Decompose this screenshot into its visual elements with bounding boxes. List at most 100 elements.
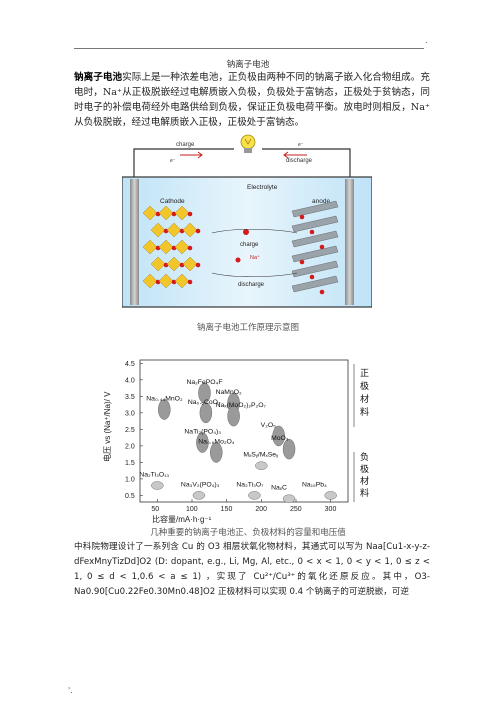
cathode-lattice	[142, 205, 201, 289]
sodium-ion	[319, 244, 325, 250]
material-blob	[199, 402, 213, 424]
material-label: NaTi₂(PO₄)₃	[184, 429, 221, 436]
octahedron	[174, 239, 190, 255]
anode-sheet	[291, 230, 339, 248]
positive-group-char: 料	[360, 406, 369, 417]
material-blob	[282, 494, 296, 503]
material-blob	[272, 425, 285, 447]
negative-group-char: 负	[360, 451, 369, 462]
electron-left-label: e⁻	[170, 158, 176, 164]
sodium-ion	[309, 229, 315, 235]
y-tick-label: 0.5	[125, 493, 135, 500]
electron-right-label: e⁻	[298, 142, 304, 148]
material-label: MₓSᵧ/MₓSeᵧ	[243, 452, 279, 459]
charge-top-label: charge	[176, 142, 195, 148]
anode-sheet	[291, 245, 339, 263]
x-tick-label: 150	[221, 506, 233, 513]
material-label: NaMnO₂	[216, 389, 242, 396]
x-tick-label: 50	[151, 506, 159, 513]
material-label: Na₂Ti₃O₁₃	[139, 471, 169, 478]
intro-term: 钠离子电池	[74, 72, 123, 83]
octahedron	[150, 256, 166, 272]
anode-sheet	[291, 275, 339, 293]
y-tick-label: 3.5	[125, 394, 135, 401]
sodium-ion	[187, 279, 193, 285]
sodium-ion	[195, 262, 201, 268]
y-tick-label: 4.5	[125, 361, 135, 368]
anode-layers	[291, 200, 339, 295]
material-label: Na₃V₂(PO₄)₃	[181, 481, 220, 488]
anode-sheet	[291, 215, 339, 233]
material-blob	[282, 438, 296, 460]
material-blob	[158, 399, 171, 420]
header-mark: .	[425, 36, 428, 45]
material-label: Na₁₅Pb₄	[302, 481, 327, 488]
material-label: Na₀.₄₄MnO₂	[146, 396, 183, 403]
intro-paragraph: 钠离子电池实际上是一种浓差电池，正负极由两种不同的钠离子嵌入化合物组成。充电时，…	[74, 70, 430, 130]
sodium-ion	[187, 211, 193, 217]
negative-group-char: 料	[360, 487, 369, 498]
y-tick-label: 2.5	[125, 427, 135, 434]
x-tick-label: 100	[186, 506, 198, 513]
negative-group-char: 材	[360, 475, 369, 486]
octahedron	[142, 239, 158, 255]
material-label: Na₂FePO₄F	[186, 379, 222, 386]
material-label: Naₓ(MoO₂)₂P₂O₇	[216, 402, 267, 409]
light-bulb-icon	[240, 134, 256, 153]
intro-text: 实际上是一种浓差电池，正负极由两种不同的钠离子嵌入化合物组成。充电时，Na⁺从正…	[74, 72, 431, 128]
octahedron	[158, 273, 174, 289]
x-tick-label: 250	[290, 506, 302, 513]
anode-label: anode	[312, 198, 330, 205]
circuit-wire-right	[262, 148, 351, 189]
plot-frame	[139, 359, 349, 503]
discharge-arrow	[283, 151, 307, 159]
figure1-caption: 钠离子电池工作原理示意图	[196, 323, 299, 333]
document-title: 钠离子电池	[226, 60, 270, 70]
charge-arrow	[180, 151, 203, 159]
material-label: Na₀.₆CoO₂	[188, 399, 221, 406]
cathode-label: Cathode	[160, 198, 185, 205]
chart-marks: Na₂FePO₄F NaMnO₂ Na₀.₄₄MnO₂ Na₀.₆CoO₂Naₓ(Mo…	[139, 379, 337, 503]
x-tick-label: 200	[255, 506, 267, 513]
octahedron	[150, 222, 166, 238]
material-blob	[255, 461, 268, 470]
charge-mid-label: charge	[240, 242, 259, 248]
sodium-ion	[299, 214, 305, 220]
x-tick-label: 300	[325, 506, 337, 513]
material-label: V₂O₅	[261, 422, 276, 429]
octahedron	[174, 205, 190, 221]
sodium-ion	[235, 257, 241, 263]
discharge-mid-label: discharge	[238, 282, 265, 288]
octahedron	[174, 273, 190, 289]
footer-mark: '.	[68, 686, 73, 695]
material-blob	[324, 491, 337, 500]
material-label: Na₀.₆Mo₂O₄	[198, 438, 235, 445]
negative-group-char: 极	[360, 463, 369, 474]
anode-current-collector	[345, 179, 354, 305]
cathode-current-collector	[130, 179, 139, 305]
y-tick-label: 3.0	[125, 410, 135, 417]
circuit-wire-left	[133, 148, 234, 189]
battery-diagram: charge e⁻ e⁻ discharge Electrolyte Catho…	[122, 134, 372, 308]
sodium-ion	[195, 228, 201, 234]
charge-path	[211, 228, 298, 234]
octahedron	[182, 222, 198, 238]
header-rule	[74, 48, 424, 49]
electrolyte-label: Electrolyte	[247, 184, 278, 191]
material-blob	[210, 442, 223, 463]
octahedron	[166, 222, 182, 238]
material-blob	[196, 432, 209, 453]
positive-group-char: 极	[360, 380, 369, 391]
discharge-top-label: discharge	[286, 158, 313, 164]
material-label: NaₓC	[271, 485, 287, 492]
y-axis-label: 电压 vs (Na⁺/Na)/ V	[102, 391, 112, 462]
material-blob	[227, 405, 240, 427]
positive-group-char: 材	[360, 393, 369, 404]
sodium-ion	[319, 289, 325, 295]
discharge-path	[211, 272, 298, 278]
material-blob	[151, 481, 164, 490]
